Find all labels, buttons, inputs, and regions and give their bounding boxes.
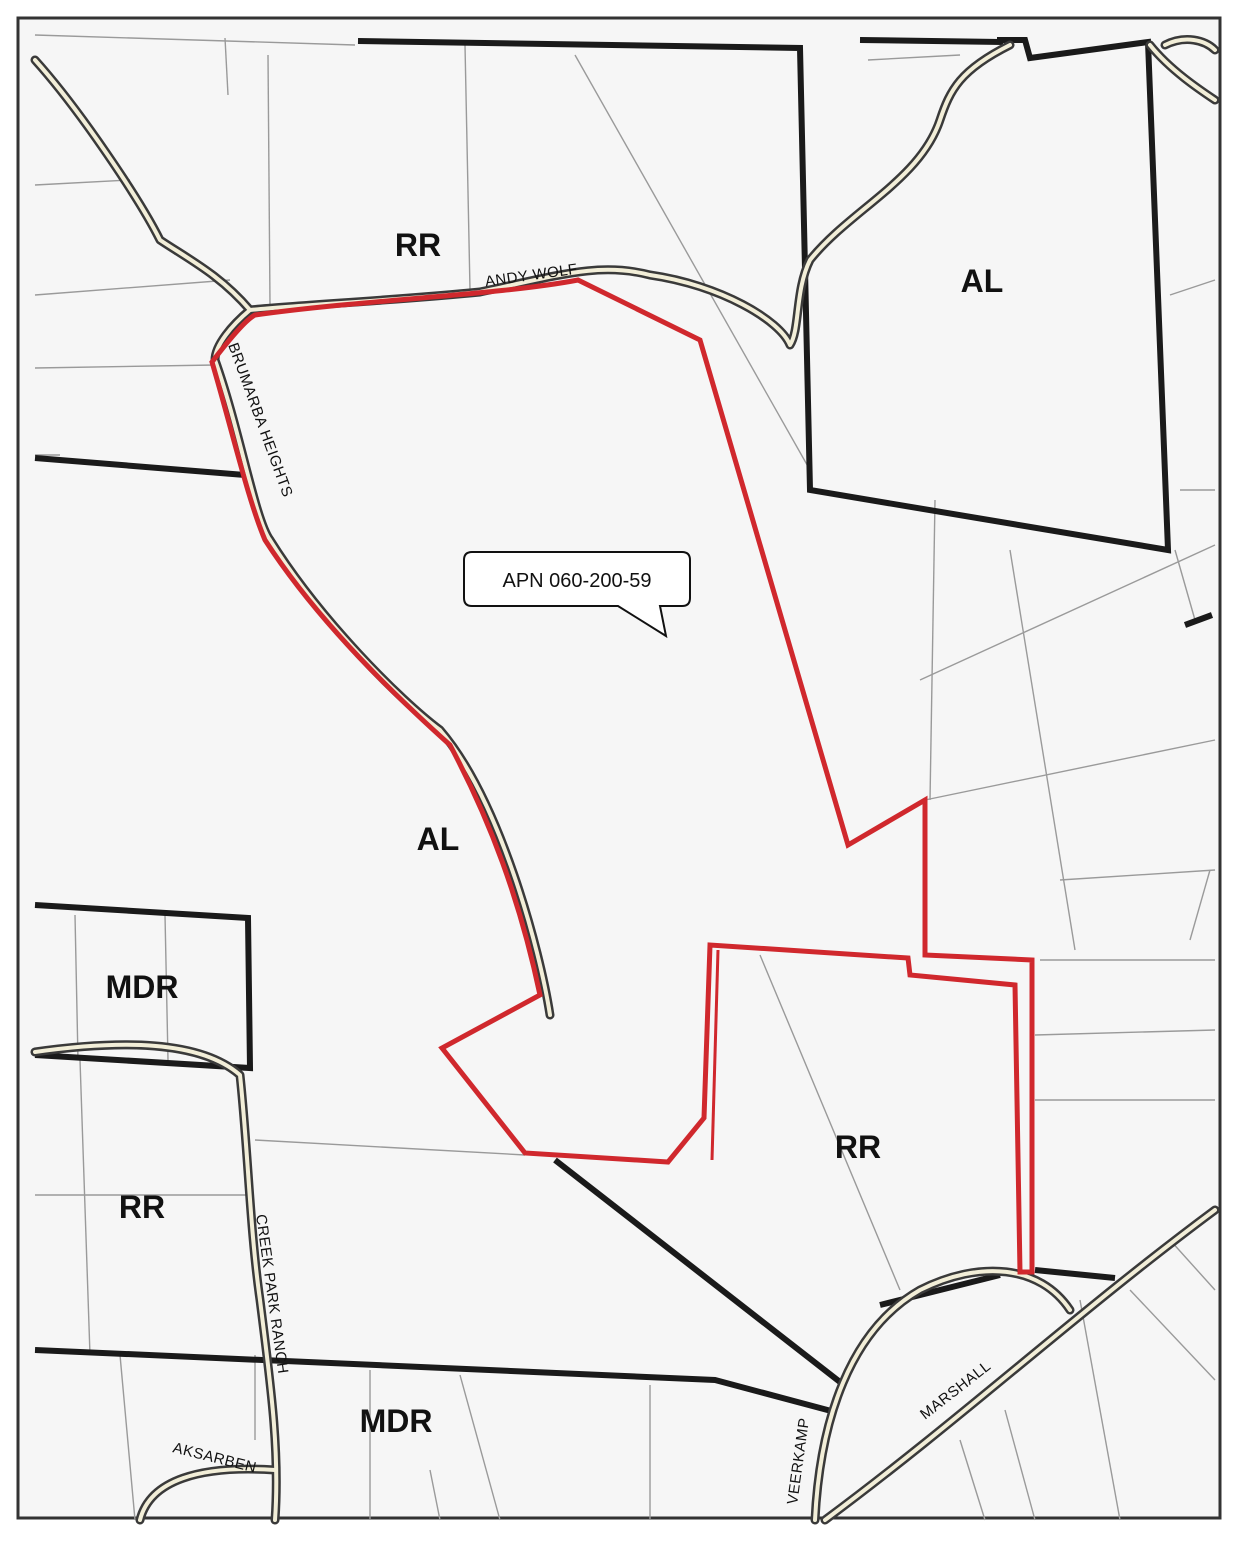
- zone-label-mdr-west: MDR: [106, 969, 179, 1005]
- apn-callout: APN 060-200-59: [463, 551, 691, 639]
- parcel-lines: [34, 34, 1216, 1521]
- apn-label: APN 060-200-59: [503, 570, 652, 592]
- map-border: [16, 16, 1222, 1520]
- callout-bubble: [463, 551, 691, 639]
- zone-label-rr-north: RR: [395, 227, 441, 263]
- zone-label-mdr-south: MDR: [360, 1403, 433, 1439]
- zone-label-rr-west: RR: [119, 1189, 165, 1225]
- zone-label-al-center: AL: [417, 821, 460, 857]
- zone-label-al-northeast: AL: [961, 263, 1004, 299]
- zone-labels: RR AL AL MDR RR RR MDR: [106, 227, 1004, 1439]
- roads: [30, 35, 1220, 1525]
- subject-parcel: [209, 277, 1035, 1275]
- zone-label-rr-southeast: RR: [835, 1129, 881, 1165]
